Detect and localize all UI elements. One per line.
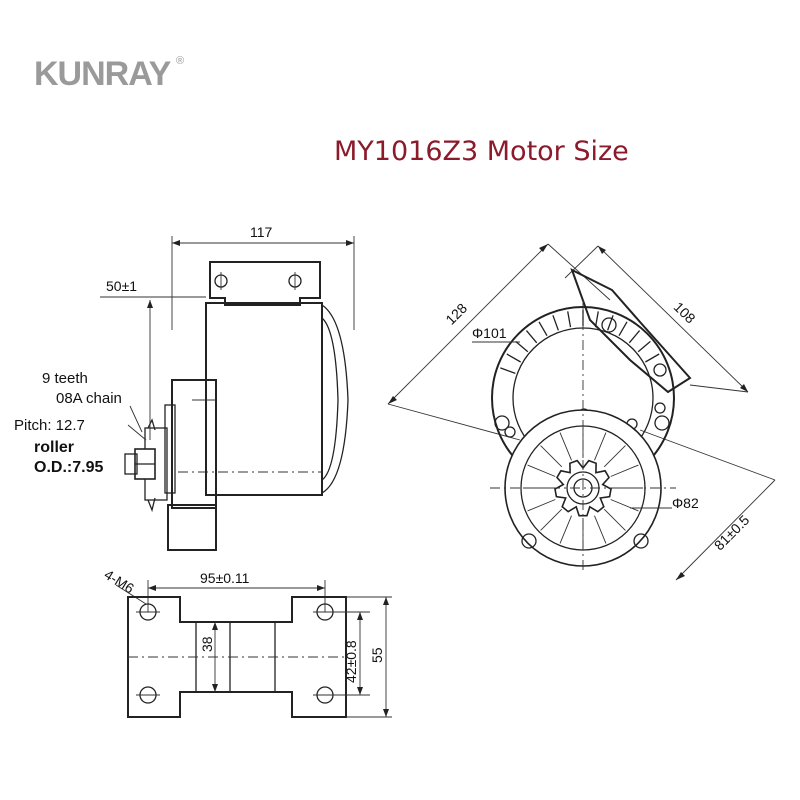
- shaft-offset-label: 50±1: [106, 278, 137, 294]
- arrow: [676, 572, 685, 580]
- sprocket-note: 9 teeth 08A chain Pitch: 12.7 roller O.D…: [14, 370, 122, 476]
- cooling-rib: [645, 353, 660, 363]
- hole-pitch-label: 42±0.8: [343, 640, 359, 683]
- diag-128-line: [387, 243, 549, 405]
- cooling-rib: [515, 340, 529, 353]
- arrow: [383, 709, 389, 717]
- total-width-label: 55: [369, 647, 385, 663]
- angled-bracket: [570, 267, 692, 394]
- shaft-end: [124, 453, 138, 475]
- ext-line: [639, 429, 776, 481]
- note-pitch: Pitch: 12.7: [14, 417, 85, 434]
- cooling-rib: [594, 311, 599, 328]
- flange-spoke: [603, 508, 626, 531]
- arrow: [598, 246, 606, 254]
- arrow: [740, 384, 748, 392]
- arrow: [212, 622, 218, 630]
- flange-offset-label: 81±0.5: [711, 512, 753, 554]
- ext-line: [564, 245, 599, 279]
- flange-hole: [521, 533, 537, 549]
- mount-hole: [494, 415, 510, 431]
- cooling-rib: [552, 315, 559, 331]
- length-label: 117: [250, 224, 273, 240]
- flange-hole: [633, 533, 649, 549]
- holes-label: 4-M6: [102, 566, 138, 597]
- arrow: [357, 687, 363, 695]
- side-view: 117 50±1 9 teeth 08A chain: [14, 224, 355, 551]
- flange-spoke: [603, 445, 626, 468]
- diag-128-label: 128: [442, 300, 470, 328]
- diag-108-line: [597, 245, 749, 393]
- arrow: [383, 597, 389, 605]
- arrow: [212, 684, 218, 692]
- hole-spacing-label: 95±0.11: [200, 570, 250, 586]
- ext-line: [387, 403, 521, 441]
- arrow-left: [172, 240, 180, 246]
- mount-plate-view: 95±0.11 4-M6 38 42±0.8: [102, 566, 392, 718]
- flange-diameter-label: Φ82: [672, 495, 699, 511]
- flange-spoke: [610, 499, 639, 512]
- body-diameter-label: Φ101: [472, 325, 507, 341]
- note-teeth: 9 teeth: [42, 370, 88, 387]
- flange-spoke: [540, 508, 563, 531]
- arrow: [388, 396, 397, 404]
- note-roller: roller: [34, 439, 74, 456]
- front-view: 128 108 81±0.5 Φ101: [387, 243, 776, 581]
- brand-logo: KUNRAY ®: [34, 55, 184, 93]
- flange-spoke: [527, 464, 556, 477]
- cooling-ribs: [500, 310, 660, 374]
- gearbox-face: [164, 404, 176, 494]
- top-bracket: [209, 261, 321, 306]
- note-od: O.D.:7.95: [34, 459, 103, 476]
- flange-spoke: [594, 515, 607, 544]
- note-chain: 08A chain: [56, 390, 122, 407]
- diag-108-label: 108: [671, 299, 699, 327]
- cooling-rib: [567, 311, 572, 328]
- motor-endcap: [321, 304, 349, 494]
- arrow-up: [147, 300, 153, 308]
- ext-line: [689, 384, 749, 393]
- cooling-rib: [500, 367, 516, 374]
- flange-spoke: [594, 432, 607, 461]
- arrow: [317, 585, 325, 591]
- cooling-rib: [618, 321, 628, 336]
- note-leader: [129, 405, 143, 433]
- arrow: [357, 612, 363, 620]
- flange-spoke: [559, 515, 572, 544]
- cooling-rib: [525, 330, 538, 344]
- cooling-rib: [628, 330, 641, 344]
- bracket-hole: [653, 363, 667, 377]
- flange-spoke: [610, 464, 639, 477]
- mount-hole: [504, 426, 516, 438]
- flange-spokes: [523, 428, 643, 548]
- cooling-rib: [637, 340, 651, 353]
- note-leader: [127, 424, 147, 441]
- mount-hole: [654, 402, 666, 414]
- flange-spoke: [559, 432, 572, 461]
- inner-width-label: 38: [199, 636, 215, 652]
- flange-spoke: [540, 445, 563, 468]
- motor-body: [205, 302, 323, 496]
- drawing-title: MY1016Z3 Motor Size: [334, 136, 629, 167]
- mount-hole: [654, 415, 670, 431]
- cooling-rib: [538, 321, 548, 336]
- arrow-right: [346, 240, 354, 246]
- brand-registered-mark: ®: [176, 55, 184, 67]
- gearbox-housing: [171, 379, 217, 509]
- sprocket-teeth: [147, 418, 156, 513]
- arrow: [539, 244, 548, 252]
- gearbox-foot: [167, 504, 217, 551]
- cooling-rib: [506, 353, 521, 363]
- brand-name: KUNRAY: [34, 55, 172, 93]
- motor-endcap-inner: [321, 317, 339, 481]
- cooling-rib: [607, 315, 614, 331]
- arrow: [148, 585, 156, 591]
- holes-leader: [115, 584, 147, 605]
- flange-spoke: [527, 499, 556, 512]
- diag-81-line: [675, 479, 776, 581]
- ext-line: [547, 243, 611, 301]
- bracket-hole: [601, 317, 617, 333]
